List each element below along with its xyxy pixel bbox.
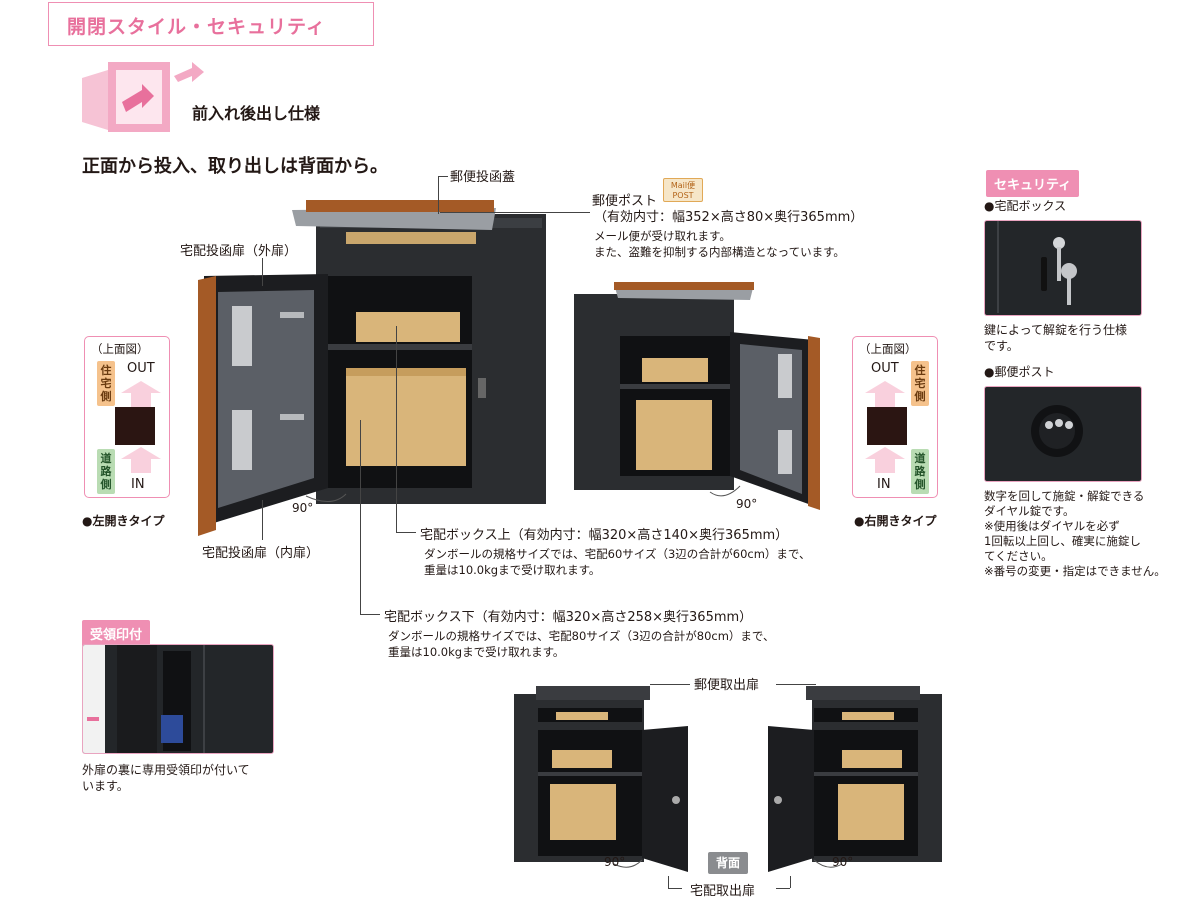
lower-box-note-1: ダンボールの規格サイズでは、宅配80サイズ（3辺の合計が80cm）まで、: [388, 629, 775, 643]
mailbox-note-2: また、盗難を抑制する内部構造となっています。: [594, 245, 845, 259]
spec-title: 前入れ後出し仕様: [192, 104, 321, 123]
parcel-security-note-1: 鍵によって解錠を行う仕様: [984, 323, 1128, 337]
diagram-in-label: IN: [877, 477, 891, 492]
upper-box-note-1: ダンボールの規格サイズでは、宅配60サイズ（3辺の合計が60cm）まで、: [424, 547, 811, 561]
road-side-label: 道路側: [911, 449, 929, 494]
bracket-line: [668, 888, 682, 889]
back-view-left-image: [508, 686, 694, 876]
bracket-line: [776, 888, 790, 889]
angle-label-right: 90°: [736, 497, 758, 511]
mail-take-door-callout: 郵便取出扉: [694, 678, 760, 693]
leader-line: [438, 176, 439, 214]
leader-line: [650, 684, 690, 685]
house-side-label: 住宅側: [97, 361, 115, 406]
stamp-note-1: 外扉の裏に専用受領印が付いて: [82, 763, 250, 777]
leader-line: [776, 684, 816, 685]
mail-security-note-3: ※使用後はダイヤルを必ず: [984, 519, 1120, 533]
outer-door-callout: 宅配投函扉（外扉）: [180, 244, 298, 259]
section-title: 開閉スタイル・セキュリティ: [48, 2, 374, 46]
product-image-right-open: [564, 280, 824, 510]
leader-line: [396, 326, 397, 532]
diagram-caption: （上面図）: [859, 342, 917, 356]
mailbox-callout-label: 郵便ポスト: [592, 194, 658, 209]
angle-label-back-left: 90°: [604, 855, 626, 869]
mail-security-note-1: 数字を回して施錠・解錠できる: [984, 489, 1145, 503]
stamp-tag: 受領印付: [82, 620, 151, 647]
diagram-caption: （上面図）: [91, 342, 149, 356]
inner-door-callout: 宅配投函扉（内扉）: [202, 546, 320, 561]
leader-line: [440, 212, 590, 213]
arrow-up-icon: [865, 381, 905, 407]
security-tag: セキュリティ: [986, 170, 1080, 197]
product-image-left-open: [196, 196, 556, 536]
front-in-back-out-icon: [82, 56, 204, 134]
right-open-type-label: ●右開きタイプ: [854, 514, 937, 528]
leader-line: [360, 420, 361, 614]
house-side-label: 住宅側: [911, 361, 929, 406]
mailbox-callout-size: （有効内寸：幅352×高さ80×奥行365mm）: [594, 210, 864, 225]
top-view-diagram-left: （上面図） OUT 住宅側 道路側 IN: [84, 336, 170, 498]
diagram-out-label: OUT: [871, 361, 899, 376]
leader-line: [396, 532, 416, 533]
mail-security-note-2: ダイヤル錠です。: [984, 504, 1075, 518]
spec-subtitle: 正面から投入、取り出しは背面から。: [82, 156, 388, 177]
mail-lid-callout: 郵便投函蓋: [450, 170, 516, 185]
diagram-in-label: IN: [131, 477, 145, 492]
mailbox-note-1: メール便が受け取れます。: [594, 229, 731, 243]
leader-line: [262, 258, 263, 286]
arrow-up-icon: [865, 447, 905, 473]
upper-box-note-2: 重量は10.0kgまで受け取れます。: [424, 563, 601, 577]
mail-security-note-4: 1回転以上回し、確実に施錠し: [984, 534, 1141, 548]
unit-top-view: [867, 407, 907, 445]
badge-text-bottom: POST: [672, 191, 694, 200]
angle-label-left: 90°: [292, 501, 314, 515]
security-parcel-title: ●宅配ボックス: [984, 199, 1067, 213]
angle-label-back-right: 90°: [832, 855, 854, 869]
stamp-photo: [82, 644, 274, 754]
arrow-up-icon: [121, 381, 161, 407]
mail-post-badge-icon: Mail便 POST: [663, 178, 703, 202]
mail-security-note-6: ※番号の変更・指定はできません。: [984, 564, 1166, 578]
bracket-line: [668, 876, 669, 888]
badge-text-top: Mail便: [670, 181, 696, 190]
security-mail-title: ●郵便ポスト: [984, 365, 1055, 379]
stamp-note-2: います。: [82, 779, 129, 793]
mail-security-note-5: てください。: [984, 549, 1053, 563]
leader-line: [262, 500, 263, 540]
bracket-line: [790, 876, 791, 888]
lower-box-note-2: 重量は10.0kgまで受け取れます。: [388, 645, 565, 659]
arrow-up-icon: [121, 447, 161, 473]
leader-line: [438, 176, 448, 177]
leader-line: [360, 614, 380, 615]
back-view-badge: 背面: [708, 852, 748, 874]
upper-box-callout: 宅配ボックス上（有効内寸：幅320×高さ140×奥行365mm）: [420, 528, 789, 543]
top-view-diagram-right: （上面図） OUT 住宅側 道路側 IN: [852, 336, 938, 498]
back-view-right-image: [762, 686, 948, 876]
key-lock-photo: [984, 220, 1142, 316]
road-side-label: 道路側: [97, 449, 115, 494]
lower-box-callout: 宅配ボックス下（有効内寸：幅320×高さ258×奥行365mm）: [384, 610, 753, 625]
unit-top-view: [115, 407, 155, 445]
left-open-type-label: ●左開きタイプ: [82, 514, 165, 528]
parcel-security-note-2: です。: [984, 339, 1019, 353]
diagram-out-label: OUT: [127, 361, 155, 376]
dial-lock-photo: [984, 386, 1142, 482]
parcel-take-door-callout: 宅配取出扉: [690, 884, 756, 899]
